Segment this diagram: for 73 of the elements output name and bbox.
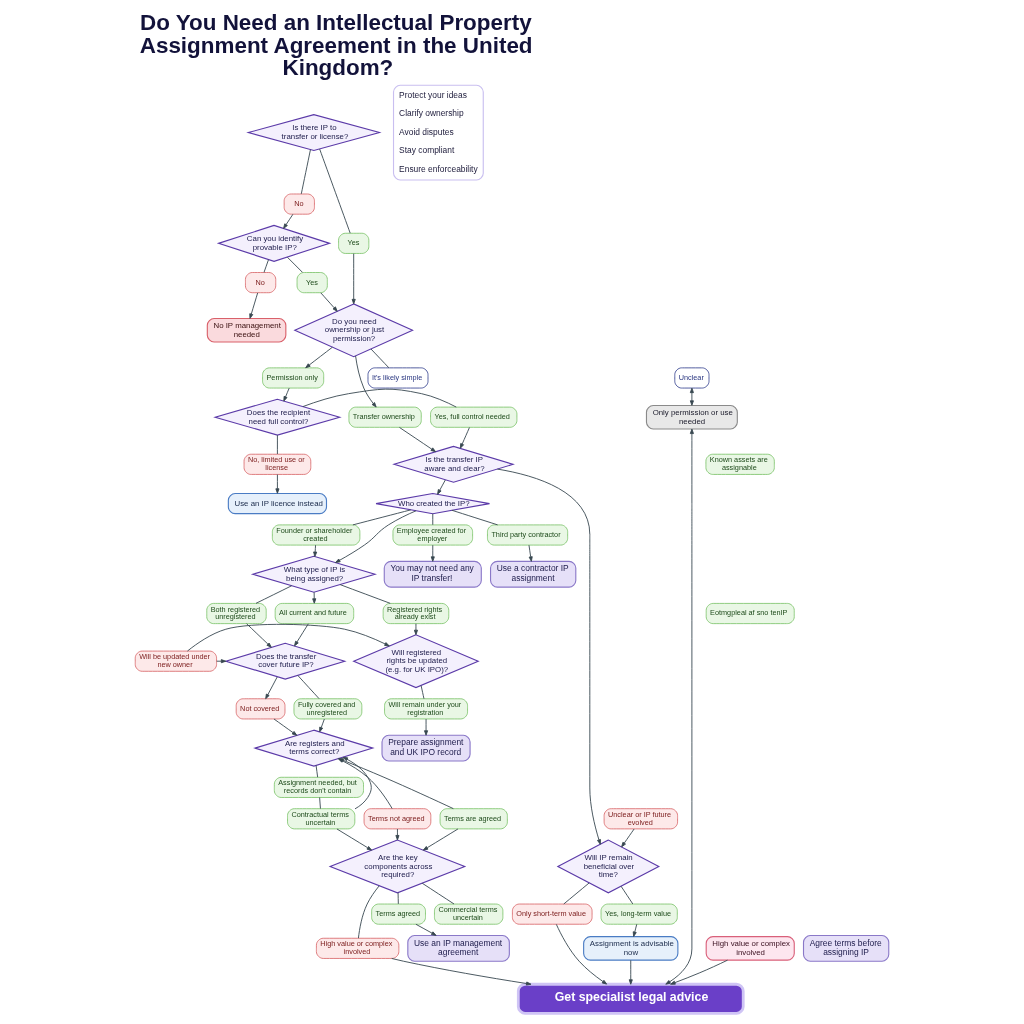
connector bbox=[276, 434, 278, 455]
diagram-title: Do You Need an Intellectual Property Assignment Agreement in the United Kingdom? bbox=[139, 10, 533, 81]
arrow bbox=[313, 544, 318, 557]
arrow bbox=[632, 923, 638, 937]
connector bbox=[302, 388, 457, 408]
arrow bbox=[249, 292, 259, 319]
connector bbox=[352, 509, 412, 526]
arrow bbox=[399, 426, 436, 453]
node-box: Agree terms before assigning IP bbox=[802, 934, 890, 962]
arrow bbox=[342, 756, 372, 810]
node-box: Prepare assignment and UK IPO record bbox=[381, 734, 471, 762]
connector bbox=[319, 797, 321, 810]
arrow bbox=[265, 676, 278, 700]
arrow bbox=[320, 292, 338, 312]
arrow bbox=[312, 591, 317, 604]
node-box: Use an IP management agreement bbox=[407, 934, 510, 962]
arrow bbox=[355, 355, 377, 408]
legend-label: Ensure enforceability bbox=[399, 163, 478, 174]
arrow bbox=[628, 959, 633, 985]
arrow bbox=[413, 623, 418, 636]
connector bbox=[357, 885, 380, 939]
connector bbox=[263, 259, 269, 273]
connector bbox=[420, 685, 425, 700]
arrow bbox=[283, 387, 290, 402]
connector bbox=[451, 509, 499, 526]
connector bbox=[563, 882, 590, 905]
arrow bbox=[415, 923, 437, 936]
arrow bbox=[665, 428, 694, 985]
arrow bbox=[335, 510, 417, 563]
arrow bbox=[689, 387, 694, 406]
connector bbox=[432, 513, 434, 526]
connector bbox=[620, 885, 634, 905]
connector bbox=[300, 149, 311, 195]
arrow bbox=[305, 346, 333, 369]
arrow bbox=[187, 623, 390, 652]
connector bbox=[255, 585, 293, 604]
arrow bbox=[216, 659, 227, 664]
connector bbox=[339, 584, 391, 604]
arrow bbox=[351, 253, 356, 305]
arrow bbox=[424, 718, 429, 736]
arrow bbox=[337, 758, 393, 810]
arrow bbox=[555, 923, 608, 985]
connector bbox=[315, 765, 319, 778]
legend-label: Stay compliant bbox=[399, 145, 455, 156]
arrow bbox=[273, 718, 298, 736]
arrow bbox=[391, 958, 532, 986]
connector bbox=[319, 148, 351, 234]
legend-label: Avoid disputes bbox=[399, 126, 454, 137]
arrow bbox=[283, 213, 294, 229]
arrow bbox=[275, 474, 280, 494]
arrow bbox=[670, 959, 728, 985]
arrow bbox=[459, 427, 470, 449]
node-box: Use a contractor IP assignment bbox=[490, 560, 577, 588]
arrow bbox=[422, 828, 459, 851]
arrow bbox=[319, 718, 325, 733]
arrow bbox=[338, 758, 454, 810]
arrow bbox=[336, 828, 373, 851]
legend-label: Clarify ownership bbox=[399, 108, 464, 119]
arrow bbox=[294, 623, 309, 647]
node-box: You may not need any IP transfer! bbox=[383, 560, 482, 588]
connector bbox=[397, 892, 399, 905]
arrow bbox=[437, 479, 446, 495]
connector bbox=[286, 256, 303, 273]
arrow bbox=[395, 828, 400, 841]
legend-label: Protect your ideas bbox=[399, 89, 467, 100]
arrow bbox=[430, 544, 435, 562]
connector bbox=[421, 882, 455, 905]
arrow bbox=[496, 468, 601, 845]
arrow bbox=[528, 544, 533, 562]
arrow bbox=[621, 828, 635, 848]
arrow bbox=[246, 623, 272, 648]
connector bbox=[297, 675, 320, 700]
connector bbox=[370, 348, 390, 369]
